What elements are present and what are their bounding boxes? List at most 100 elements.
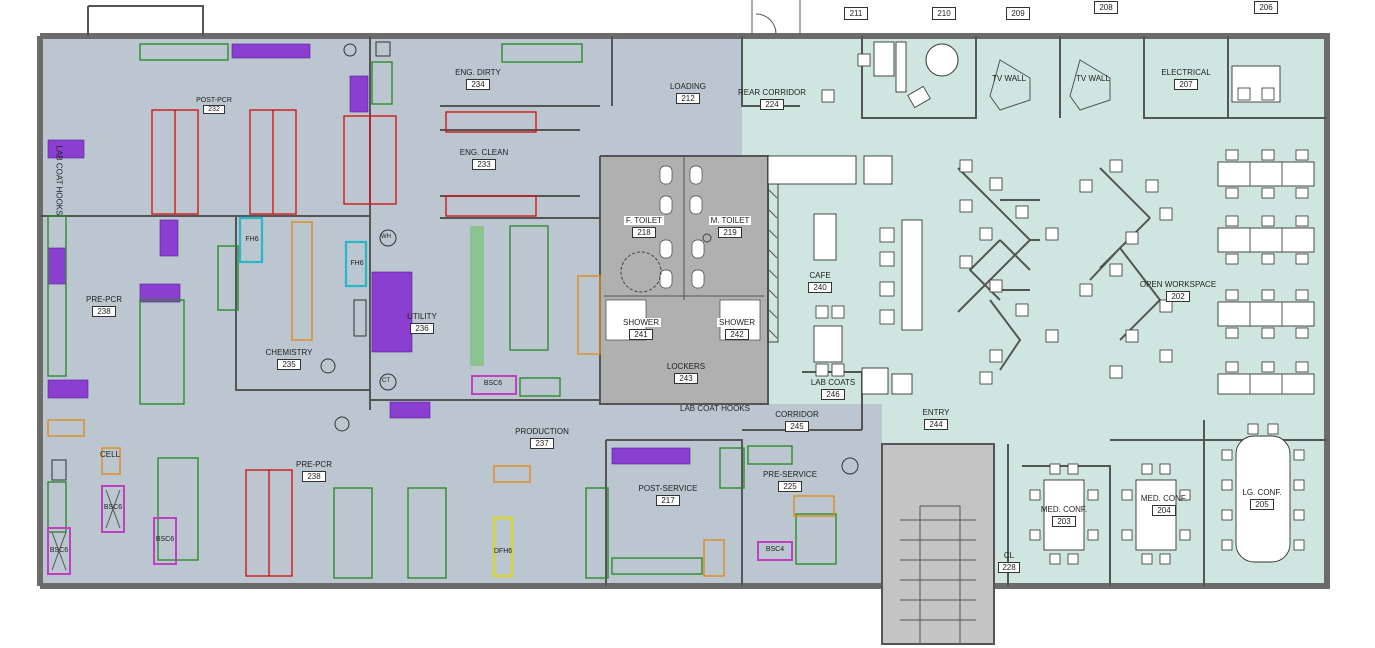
room-name: PRE-PCR <box>85 295 122 304</box>
room-number: 218 <box>632 227 656 238</box>
bsc-label-production: BSC6 <box>483 380 503 387</box>
room-name: REAR CORRIDOR <box>737 88 806 97</box>
room-pre-pcr-left: PRE-PCR 238 <box>64 295 144 317</box>
room-name: SHOWER <box>717 318 757 327</box>
room-number: 219 <box>718 227 742 238</box>
room-name: PRE-SERVICE <box>762 470 818 479</box>
top-notch <box>87 5 204 36</box>
tag-206: 206 <box>1254 1 1278 14</box>
room-number: 233 <box>472 159 496 170</box>
cafe-furniture <box>767 155 923 395</box>
fume-hood-label-2: FH6 <box>350 260 364 267</box>
room-number: 243 <box>674 373 698 384</box>
room-number: 203 <box>1052 516 1076 527</box>
room-number: 240 <box>808 282 832 293</box>
room-number: 204 <box>1152 505 1176 516</box>
room-pre-pcr-bottom: PRE-PCR 238 <box>274 460 354 482</box>
room-lg-conf: LG. CONF. 205 <box>1232 488 1292 510</box>
room-shower-242: SHOWER 242 <box>710 318 764 340</box>
room-name: POST-PCR <box>196 97 232 104</box>
room-number: 228 <box>998 562 1020 573</box>
fume-hood-label-1: FH6 <box>245 236 259 243</box>
room-name: CAFE <box>809 271 831 280</box>
room-name: LG. CONF. <box>1242 488 1282 497</box>
green-benches <box>47 43 837 579</box>
room-open-workspace: OPEN WORKSPACE 202 <box>1128 280 1228 302</box>
room-f-toilet: F. TOILET 218 <box>612 216 676 238</box>
room-name: CL <box>1003 551 1015 560</box>
room-post-service: POST-SERVICE 217 <box>628 484 708 506</box>
room-entry: ENTRY 244 <box>906 408 966 430</box>
room-pre-service: PRE-SERVICE 225 <box>750 470 830 492</box>
room-number: 205 <box>1250 499 1274 510</box>
room-name: ELECTRICAL <box>1161 68 1211 77</box>
room-name: MED. CONF. <box>1040 505 1088 514</box>
cell-label: CELL <box>100 450 121 459</box>
room-number: 217 <box>656 495 680 506</box>
red-benches <box>151 109 537 577</box>
room-number: 244 <box>924 419 948 430</box>
stair-outline <box>881 443 995 645</box>
bsc-label-service: BSC4 <box>765 546 785 553</box>
office-furniture-top <box>821 41 1281 111</box>
room-name: ENTRY <box>922 408 950 417</box>
office-zone-upper <box>742 36 1327 126</box>
room-corridor: CORRIDOR 245 <box>766 410 828 432</box>
room-post-pcr: POST-PCR 232 <box>174 97 254 114</box>
room-cl: CL 228 <box>994 551 1024 573</box>
room-number: 245 <box>785 421 809 432</box>
ct-label: CT <box>382 378 390 384</box>
room-name: PRODUCTION <box>515 427 569 436</box>
tag-211: 211 <box>844 7 868 20</box>
room-number: 237 <box>530 438 554 449</box>
room-name: PRE-PCR <box>295 460 332 469</box>
stair-zone <box>882 444 994 644</box>
storage-blocks <box>47 43 691 465</box>
room-loading: LOADING 212 <box>648 82 728 104</box>
room-number: 238 <box>302 471 326 482</box>
room-utility: UTILITY 236 <box>392 312 452 334</box>
room-name: M. TOILET <box>708 216 752 225</box>
room-cafe: CAFE 240 <box>796 271 844 293</box>
lab-equipment <box>51 41 859 481</box>
top-openings <box>751 0 801 36</box>
room-number: 242 <box>725 329 749 340</box>
room-production: PRODUCTION 237 <box>502 427 582 449</box>
room-number: 224 <box>760 99 784 110</box>
room-name: ENG. CLEAN <box>459 148 509 157</box>
workstation-chairs <box>959 159 1173 385</box>
room-name: OPEN WORKSPACE <box>1139 280 1217 289</box>
green-shelf-hatch <box>470 226 484 366</box>
lab-coat-hooks-horizontal: LAB COAT HOOKS <box>680 404 750 413</box>
room-name: LAB COATS <box>810 378 856 387</box>
dfh-label: DFH6 <box>493 548 513 555</box>
room-chemistry: CHEMISTRY 235 <box>254 348 324 370</box>
stair-run <box>900 505 976 644</box>
room-med-conf-203: MED. CONF. 203 <box>1034 505 1094 527</box>
room-name: LOADING <box>669 82 706 91</box>
tv-wall-label-1: TV WALL <box>992 74 1026 83</box>
room-number: 212 <box>676 93 700 104</box>
orange-benches <box>47 221 835 577</box>
room-number: 232 <box>203 105 225 114</box>
wh-label: WH <box>381 234 391 240</box>
room-lockers: LOCKERS 243 <box>656 362 716 384</box>
bsc-label-a: BSC6 <box>103 504 123 511</box>
room-number: 225 <box>778 481 802 492</box>
room-name: MED. CONF. <box>1140 494 1188 503</box>
bsc-label-b: BSC6 <box>155 536 175 543</box>
room-name: LOCKERS <box>666 362 706 371</box>
tag-210: 210 <box>932 7 956 20</box>
room-number: 234 <box>466 79 490 90</box>
tag-209: 209 <box>1006 7 1030 20</box>
room-name: CORRIDOR <box>775 410 819 419</box>
bsc-label-c: BSC6 <box>49 547 69 554</box>
room-name: UTILITY <box>407 312 437 321</box>
room-number: 236 <box>410 323 434 334</box>
room-name: CHEMISTRY <box>265 348 313 357</box>
room-electrical: ELECTRICAL 207 <box>1146 68 1226 90</box>
room-number: 235 <box>277 359 301 370</box>
room-number: 202 <box>1166 291 1190 302</box>
